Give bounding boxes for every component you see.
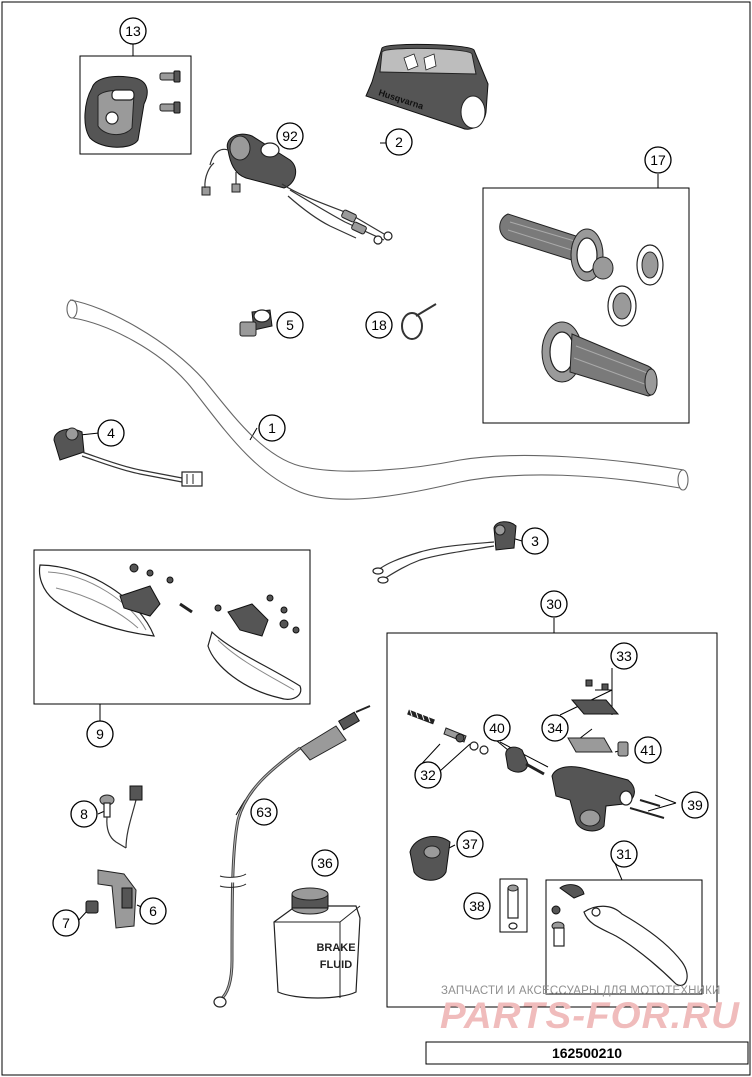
callout-37: 37 [456, 830, 484, 858]
callout-92: 92 [276, 122, 304, 150]
callout-7: 7 [52, 909, 80, 937]
callout-33: 33 [610, 642, 638, 670]
svg-text:17: 17 [650, 152, 666, 168]
bottle-label-line2: FLUID [320, 959, 352, 971]
svg-text:8: 8 [80, 806, 88, 822]
callout-6: 6 [139, 897, 167, 925]
svg-text:3: 3 [531, 533, 539, 549]
callout-36: 36 [311, 849, 339, 877]
watermark-brand: PARTS-FOR.RU [440, 995, 740, 1036]
callout-8: 8 [70, 800, 98, 828]
group-box-17 [482, 187, 690, 424]
part-63-brake-line [213, 705, 371, 1008]
callout-41: 41 [634, 736, 662, 764]
svg-text:13: 13 [125, 23, 141, 39]
svg-text:33: 33 [616, 648, 632, 664]
callout-18: 18 [365, 311, 393, 339]
callout-5: 5 [276, 311, 304, 339]
callout-31: 31 [610, 840, 638, 868]
document-id-box [425, 1041, 749, 1065]
part-3-switch [372, 521, 517, 584]
callout-9: 9 [86, 720, 114, 748]
callout-38: 38 [463, 892, 491, 920]
callout-17: 17 [644, 146, 672, 174]
part-37-cover [409, 836, 451, 881]
callout-63: 63 [250, 798, 278, 826]
svg-text:2: 2 [395, 134, 403, 150]
part-13-screws [159, 70, 181, 114]
svg-text:63: 63 [256, 804, 272, 820]
part-2-handlebar-pad: Husqvarna [365, 43, 489, 130]
svg-text:4: 4 [107, 425, 115, 441]
callout-40: 40 [483, 714, 511, 742]
svg-text:9: 9 [96, 726, 104, 742]
svg-text:37: 37 [462, 836, 478, 852]
part-17-grips [499, 213, 664, 397]
watermark-caption: ЗАПЧАСТИ И АКСЕССУАРЫ ДЛЯ МОТОТЕХНИКИ [441, 985, 721, 997]
callout-13: 13 [119, 17, 147, 45]
callout-4: 4 [97, 419, 125, 447]
callout-3: 3 [521, 527, 549, 555]
part-4-switch [53, 427, 203, 487]
part-13-switch-housing [84, 75, 148, 148]
svg-text:7: 7 [62, 915, 70, 931]
part-31-brake-lever [551, 884, 688, 986]
group-box-30 [386, 632, 718, 1008]
part-1-handlebar [66, 299, 689, 500]
callout-34: 34 [541, 714, 569, 742]
svg-text:6: 6 [149, 903, 157, 919]
svg-text:32: 32 [420, 767, 436, 783]
svg-text:38: 38 [469, 898, 485, 914]
group-box-9 [33, 549, 311, 705]
callout-2: 2 [385, 128, 413, 156]
svg-text:92: 92 [282, 128, 298, 144]
svg-text:41: 41 [640, 742, 656, 758]
svg-text:18: 18 [371, 317, 387, 333]
group-box-31 [545, 879, 703, 995]
svg-text:30: 30 [546, 596, 562, 612]
part-36-brake-fluid-bottle: BRAKE FLUID [273, 887, 361, 999]
part-9-handguards [38, 563, 302, 700]
part-30-master-cylinder-group [407, 679, 665, 832]
document-id: 162500210 [552, 1045, 622, 1061]
part-5-clamp [239, 309, 273, 337]
svg-text:40: 40 [489, 720, 505, 736]
svg-text:39: 39 [687, 797, 703, 813]
svg-text:1: 1 [268, 420, 276, 436]
part-92-throttle-assembly [201, 133, 393, 245]
svg-text:36: 36 [317, 855, 333, 871]
group-box-38 [499, 878, 528, 933]
part-18-cable-tie [401, 303, 437, 340]
part-38-bushing [507, 884, 519, 930]
callout-1: 1 [258, 414, 286, 442]
bottle-label-line1: BRAKE [316, 942, 355, 954]
svg-text:34: 34 [547, 720, 563, 736]
callout-39: 39 [681, 791, 709, 819]
callout-30: 30 [540, 590, 568, 618]
callout-32: 32 [414, 761, 442, 789]
svg-text:5: 5 [286, 317, 294, 333]
svg-text:31: 31 [616, 846, 632, 862]
part-6-7-8-brake-switch [85, 785, 143, 929]
group-box-13 [79, 55, 192, 155]
